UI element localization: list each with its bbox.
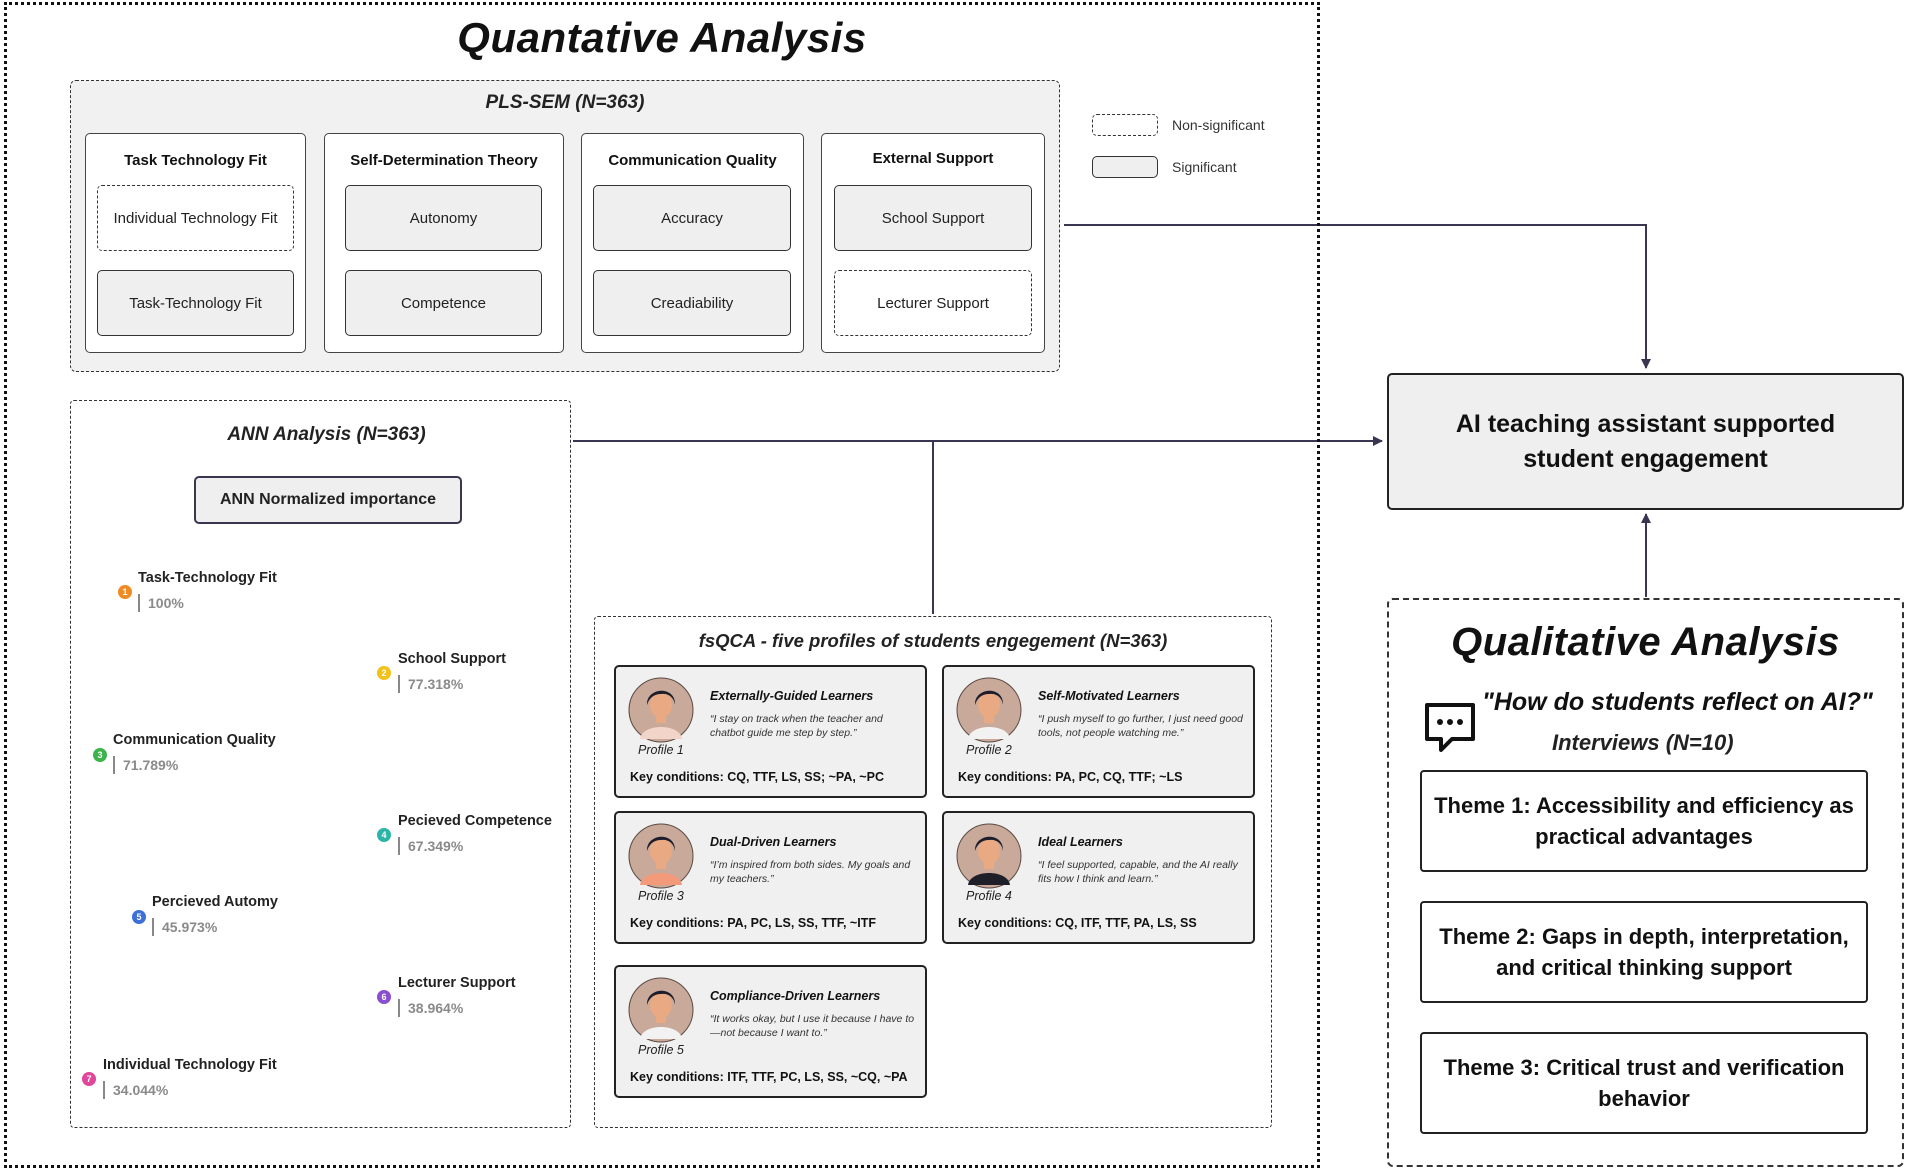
profile-quote: “I feel supported, capable, and the AI r… (1038, 859, 1238, 885)
profile-key-conditions: Key conditions: CQ, ITF, TTF, PA, LS, SS (958, 916, 1197, 930)
rank-badge: 4 (377, 828, 391, 842)
profile-card: Profile 4 Ideal Learners “I feel support… (942, 811, 1255, 944)
profile-key-conditions: Key conditions: CQ, TTF, LS, SS; ~PA, ~P… (630, 770, 884, 784)
node-lecturer-support: Lecturer Support (834, 270, 1032, 336)
profile-card: Profile 3 Dual-Driven Learners “I’m insp… (614, 811, 927, 944)
profile-quote: “I’m inspired from both sides. My goals … (710, 859, 911, 885)
profile-number: Profile 3 (638, 889, 684, 903)
rank-badge: 5 (132, 910, 146, 924)
legend-swatch-non-significant (1092, 114, 1158, 136)
ann-item-value: 100% (138, 594, 184, 612)
legend: Non-significant Significant (1092, 114, 1292, 180)
profile-name: Externally-Guided Learners (710, 689, 874, 703)
node-accuracy: Accuracy (593, 185, 791, 251)
person-avatar-icon (956, 677, 1022, 743)
theme-3-box: Theme 3: Critical trust and verification… (1420, 1032, 1868, 1134)
person-avatar-icon (628, 823, 694, 889)
group-title: Communication Quality (608, 152, 777, 169)
ann-title: ANN Analysis (N=363) (227, 424, 426, 445)
profile-quote: “I stay on track when the teacher and ch… (710, 713, 883, 739)
ann-item-label: Pecieved Competence (398, 813, 552, 829)
profile-name: Self-Motivated Learners (1038, 689, 1180, 703)
ann-item-value: 77.318% (398, 675, 463, 693)
ann-item-value: 67.349% (398, 837, 463, 855)
legend-label-significant: Significant (1172, 159, 1237, 175)
ann-item-value: 38.964% (398, 999, 463, 1017)
group-title: External Support (872, 150, 994, 167)
ann-item-label: Task-Technology Fit (138, 570, 277, 586)
profile-card: Profile 2 Self-Motivated Learners “I pus… (942, 665, 1255, 798)
ann-item-label: School Support (398, 651, 506, 667)
ann-item-label: Lecturer Support (398, 975, 516, 991)
node-individual-technology-fit: Individual Technology Fit (97, 185, 294, 251)
rank-badge: 3 (93, 748, 107, 762)
profile-card: Profile 5 Compliance-Driven Learners “It… (614, 965, 927, 1098)
profile-quote: “I push myself to go further, I just nee… (1038, 713, 1243, 739)
group-title: Self-Determination Theory (350, 152, 538, 169)
theme-2-box: Theme 2: Gaps in depth, interpretation, … (1420, 901, 1868, 1003)
person-avatar-icon (956, 823, 1022, 889)
profile-number: Profile 2 (966, 743, 1012, 757)
ann-root-node: ANN Normalized importance (194, 476, 462, 524)
ann-item-label: Percieved Automy (152, 894, 278, 910)
ann-item-value: 45.973% (152, 918, 217, 936)
outcome-box: AI teaching assistant supported student … (1387, 373, 1904, 510)
node-creadiability: Creadiability (593, 270, 791, 336)
profile-number: Profile 5 (638, 1043, 684, 1057)
node-school-support: School Support (834, 185, 1032, 251)
node-task-technology-fit: Task-Technology Fit (97, 270, 294, 336)
ann-item-label: Individual Technology Fit (103, 1057, 277, 1073)
profile-name: Dual-Driven Learners (710, 835, 837, 849)
node-autonomy: Autonomy (345, 185, 542, 251)
chat-bubble-icon (1425, 703, 1475, 752)
qualitative-analysis-title: Qualitative Analysis (1451, 620, 1840, 664)
qualitative-interviews: Interviews (N=10) (1552, 730, 1734, 755)
profile-key-conditions: Key conditions: PA, PC, CQ, TTF; ~LS (958, 770, 1183, 784)
profile-key-conditions: Key conditions: ITF, TTF, PC, LS, SS, ~C… (630, 1070, 908, 1084)
profile-quote: “It works okay, but I use it because I h… (710, 1013, 915, 1039)
legend-label-non-significant: Non-significant (1172, 117, 1265, 133)
plssem-to-outcome-arrow (1064, 224, 1651, 369)
legend-swatch-significant (1092, 156, 1158, 178)
profile-name: Compliance-Driven Learners (710, 989, 881, 1003)
rank-badge: 7 (82, 1072, 96, 1086)
profile-key-conditions: Key conditions: PA, PC, LS, SS, TTF, ~IT… (630, 916, 876, 930)
rank-badge: 6 (377, 990, 391, 1004)
outcome-label: AI teaching assistant supported student … (1455, 409, 1836, 473)
profile-number: Profile 4 (966, 889, 1012, 903)
rank-badge: 2 (377, 666, 391, 680)
ann-item-value: 71.789% (113, 756, 178, 774)
profile-name: Ideal Learners (1038, 835, 1123, 849)
ann-item-label: Communication Quality (113, 732, 276, 748)
plssem-title: PLS-SEM (N=363) (485, 92, 645, 113)
quantitative-analysis-panel (4, 2, 1320, 1168)
theme-1-box: Theme 1: Accessibility and efficiency as… (1420, 770, 1868, 872)
person-avatar-icon (628, 677, 694, 743)
ann-item-value: 34.044% (103, 1081, 168, 1099)
node-competence: Competence (345, 270, 542, 336)
quantitative-analysis-title: Quantative Analysis (457, 14, 867, 61)
profile-number: Profile 1 (638, 743, 684, 757)
qualitative-question: "How do students reflect on AI?" (1482, 688, 1873, 716)
profile-card: Profile 1 Externally-Guided Learners “I … (614, 665, 927, 798)
rank-badge: 1 (118, 585, 132, 599)
group-title: Task Technology Fit (124, 152, 267, 169)
person-avatar-icon (628, 977, 694, 1043)
fsqca-title: fsQCA - five profiles of students engege… (698, 630, 1168, 651)
